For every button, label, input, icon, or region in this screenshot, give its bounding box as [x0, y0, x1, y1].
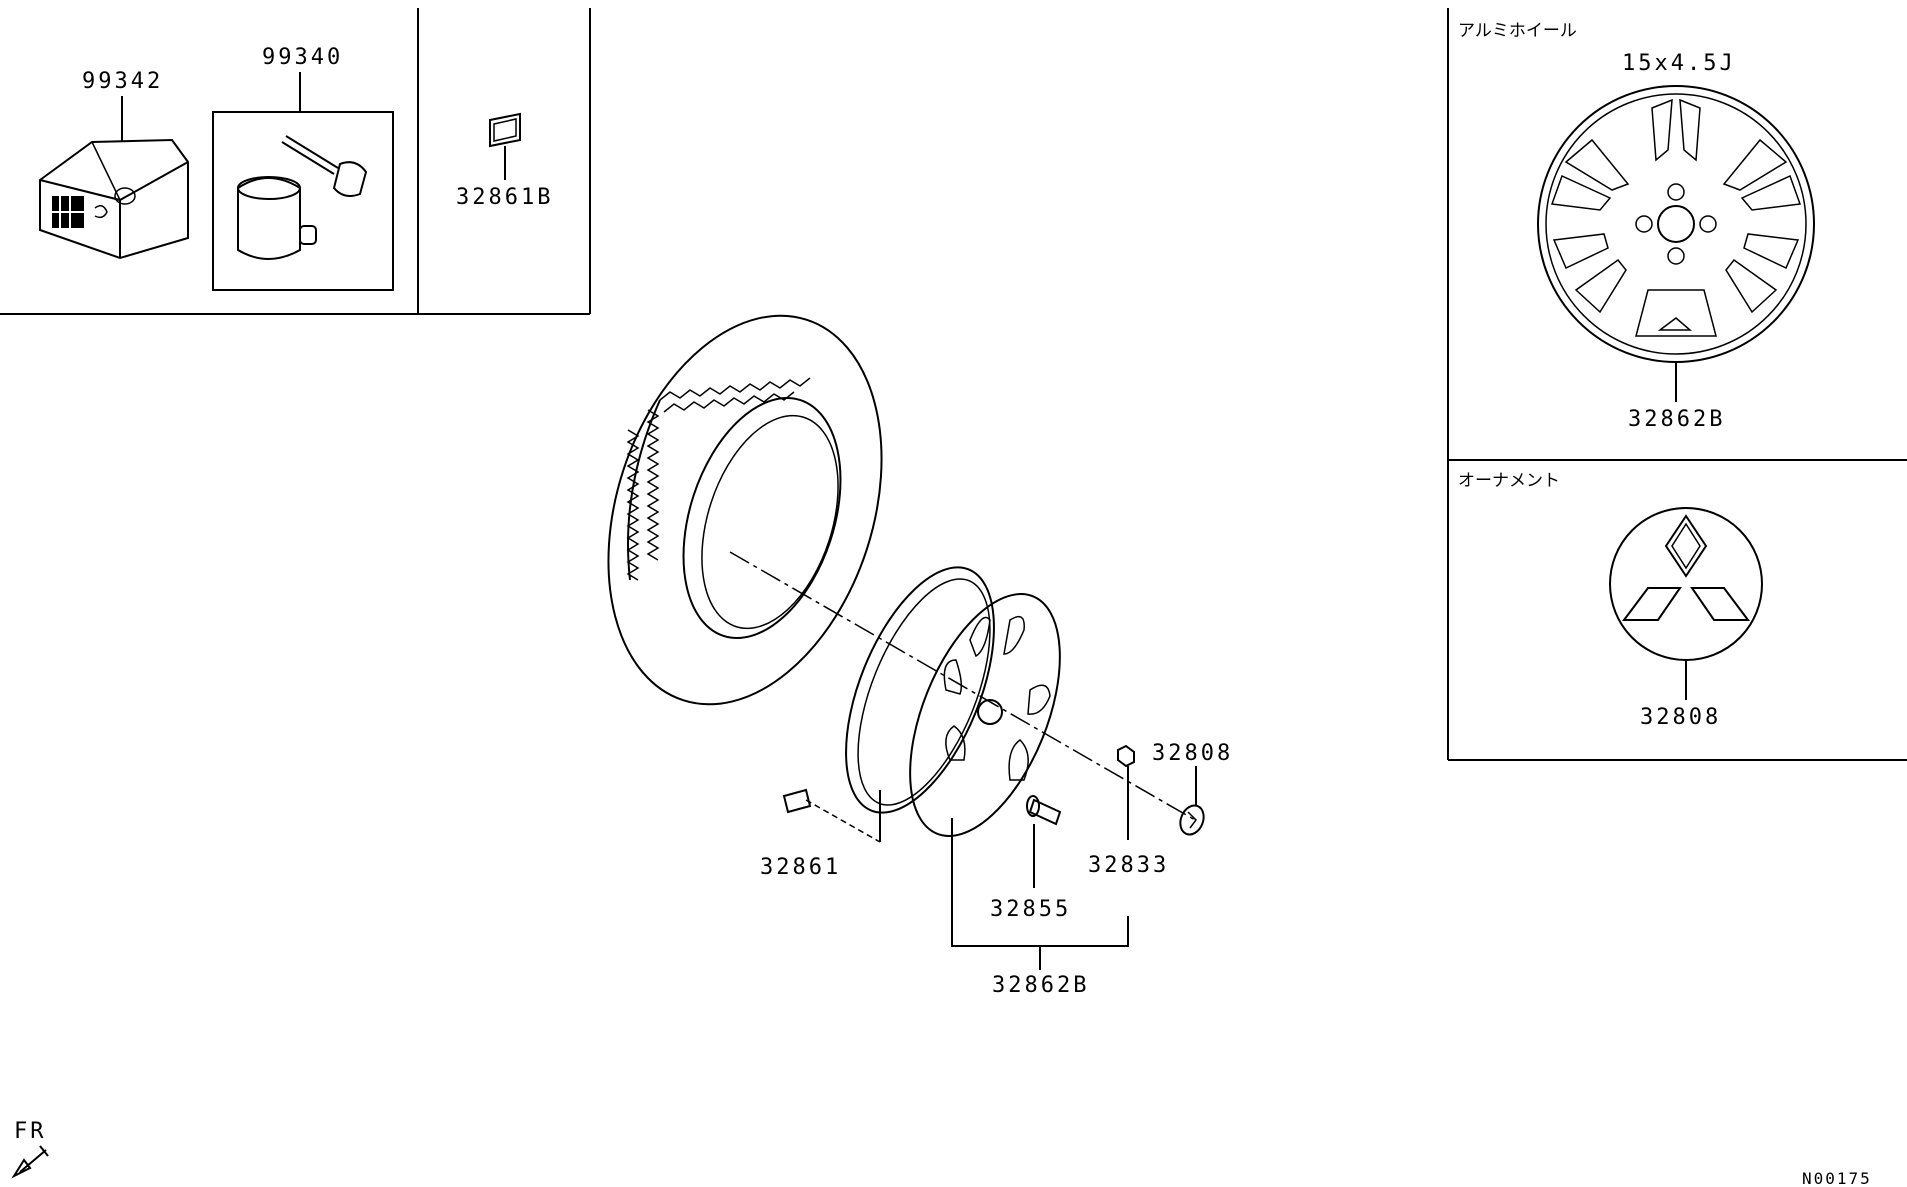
balance-weight-part-label: 32861	[760, 855, 841, 880]
tag-part-label: 32861B	[456, 185, 553, 210]
tire-compressor-illustration	[39, 138, 189, 260]
diagram-id-label: N00175	[1802, 1169, 1872, 1187]
alloy-wheel-title: アルミホイール	[1458, 21, 1577, 41]
footer: FR N00175	[11, 1119, 1872, 1187]
wheel-size-label: 15x4.5J	[1622, 51, 1736, 76]
valve-illustration	[1026, 795, 1062, 826]
compressor-part-label: 99342	[82, 69, 163, 94]
sealant-kit-part-label: 99340	[262, 45, 343, 70]
alloy-wheel-illustration	[1537, 85, 1815, 363]
sealant-kit-illustration	[237, 135, 368, 260]
ornament-part-label-inset: 32808	[1640, 705, 1721, 730]
tire-illustration	[607, 314, 883, 706]
main-exploded-view: 32808 32861 32833 32855 32862B	[607, 314, 1233, 998]
left-inset: 99342 99340 32861B	[0, 8, 591, 315]
wheel-assembly-part-label: 32862B	[992, 973, 1089, 998]
valve-part-label: 32855	[990, 897, 1071, 922]
center-cap-part-label: 32808	[1152, 741, 1233, 766]
front-direction-label: FR	[14, 1119, 47, 1144]
wheel-nut-part-label: 32833	[1088, 853, 1169, 878]
wheel-nut-illustration	[1117, 744, 1135, 768]
center-cap-illustration	[1179, 804, 1205, 836]
right-inset: アルミホイール 15x4.5J 32862B オーナ	[1447, 8, 1907, 761]
tag-illustration	[489, 112, 521, 148]
balance-weight-illustration	[782, 788, 812, 814]
ornament-title: オーナメント	[1458, 471, 1560, 491]
wheel-part-label-inset: 32862B	[1628, 407, 1725, 432]
front-arrow-icon	[11, 1145, 49, 1179]
ornament-illustration	[1609, 507, 1763, 661]
rim-illustration	[845, 566, 1061, 837]
